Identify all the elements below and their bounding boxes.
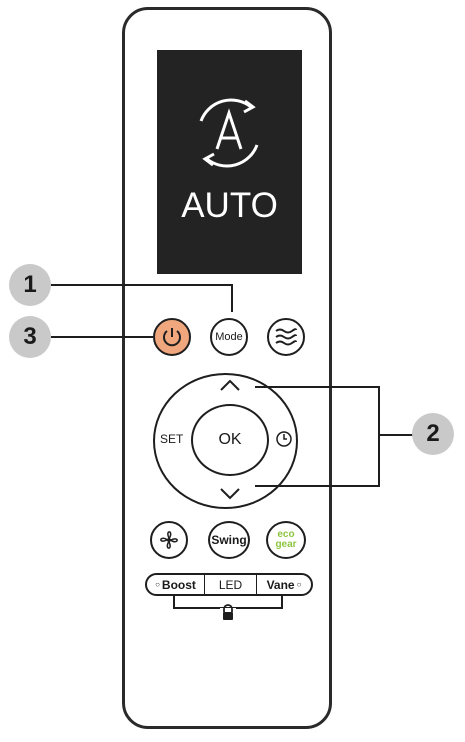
fan-icon	[160, 531, 178, 549]
vane-label: Vane	[266, 577, 295, 592]
callout-1-drop	[231, 284, 233, 312]
eco-gear-label-top: eco	[277, 529, 295, 540]
power-button[interactable]	[153, 318, 191, 356]
callout-2-line-bottom	[255, 485, 380, 487]
auto-mode-icon	[199, 98, 259, 168]
callout-2-bracket	[378, 386, 380, 487]
clock-icon[interactable]	[275, 430, 293, 448]
callout-1-number: 1	[23, 271, 37, 298]
callout-3-line	[51, 336, 153, 338]
eco-gear-label-bottom: gear	[275, 539, 297, 550]
display-mode-text: AUTO	[181, 186, 278, 225]
swing-button[interactable]: Swing	[208, 521, 250, 559]
airflow-icon	[275, 328, 297, 346]
callout-3: 3	[9, 316, 51, 358]
chevron-up-icon[interactable]	[219, 378, 241, 392]
callout-1: 1	[9, 264, 51, 306]
set-button[interactable]: SET	[160, 432, 184, 446]
ok-label: OK	[218, 431, 242, 448]
boost-button[interactable]: ○ Boost	[147, 575, 205, 594]
callout-2-link	[380, 434, 414, 436]
callout-3-number: 3	[23, 323, 37, 350]
callout-2-number: 2	[426, 420, 440, 447]
vane-button[interactable]: Vane ○	[257, 575, 311, 594]
led-label: LED	[218, 577, 243, 592]
boost-label: Boost	[161, 577, 196, 592]
eco-gear-button[interactable]: eco gear	[266, 521, 306, 559]
callout-2-line-top	[255, 386, 380, 388]
function-pill: ○ Boost LED Vane ○	[145, 573, 313, 596]
swing-label: Swing	[211, 533, 247, 547]
vane-dot-icon: ○	[296, 580, 302, 589]
ok-button[interactable]: OK	[191, 404, 269, 476]
power-icon	[163, 328, 181, 347]
mode-label: Mode	[215, 331, 243, 343]
boost-dot-icon: ○	[155, 580, 160, 589]
lock-icon	[220, 604, 236, 622]
led-button[interactable]: LED	[205, 575, 257, 594]
callout-2: 2	[412, 413, 454, 455]
display-screen	[157, 50, 302, 274]
airflow-button[interactable]	[267, 318, 305, 356]
navigation-ring	[153, 373, 298, 509]
chevron-down-icon[interactable]	[219, 487, 241, 501]
mode-button[interactable]: Mode	[210, 318, 248, 356]
fan-button[interactable]	[150, 521, 188, 559]
callout-1-line	[51, 284, 233, 286]
